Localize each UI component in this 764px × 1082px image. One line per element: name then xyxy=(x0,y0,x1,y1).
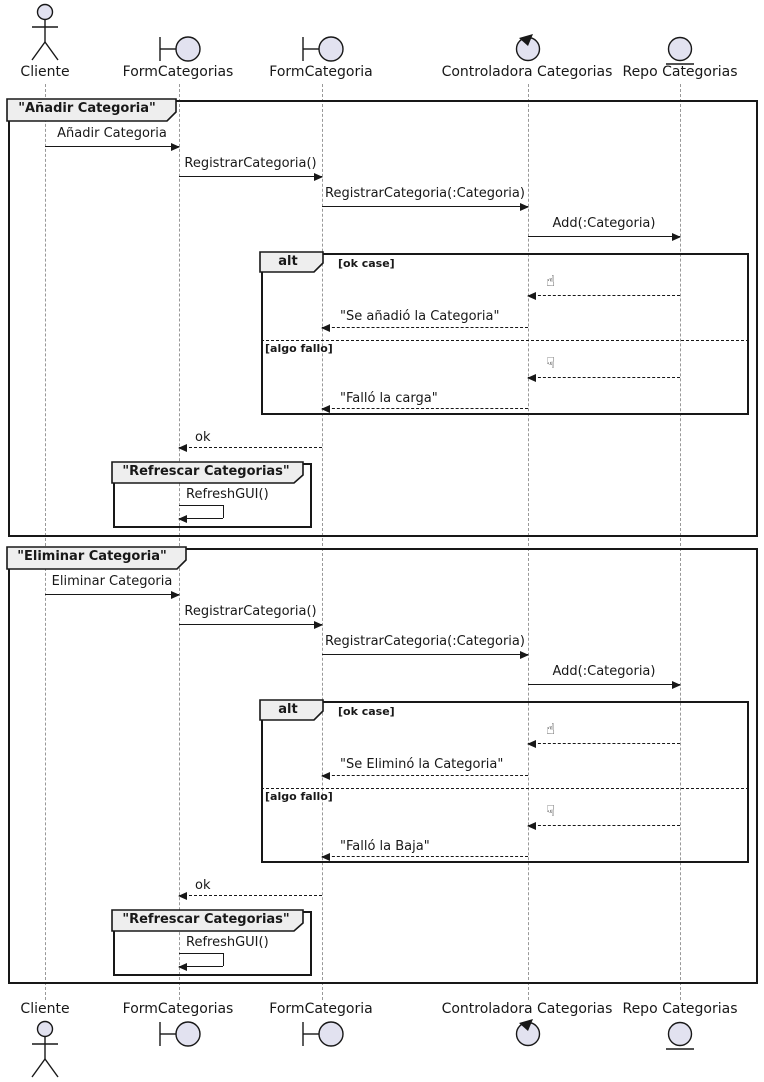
alt-tab xyxy=(259,699,324,721)
message-label: Add(:Categoria) xyxy=(552,664,656,679)
thumbs-up-icon: ☝ xyxy=(546,272,556,290)
reply-arrow xyxy=(321,324,528,332)
lifeline-repo-categorias xyxy=(679,84,681,1000)
entity-icon xyxy=(666,1021,694,1050)
guard-ok-case: [ok case] xyxy=(338,705,395,718)
self-message-line xyxy=(179,505,223,506)
message-label: Add(:Categoria) xyxy=(552,216,656,231)
lifeline-formcategoria xyxy=(321,84,323,1000)
reply-label: ok xyxy=(195,430,211,445)
frame-border xyxy=(8,548,758,984)
participant-label-repo: Repo Categorias xyxy=(622,1001,738,1017)
reply-arrow xyxy=(178,892,322,900)
frame-title-tab xyxy=(6,98,177,122)
reply-label: "Se Eliminó la Categoria" xyxy=(340,757,504,772)
reply-label: "Se añadió la Categoria" xyxy=(340,309,500,324)
subframe-title-tab xyxy=(111,461,304,484)
message-arrow xyxy=(45,591,180,599)
guard-algo-fallo: [algo fallo] xyxy=(265,342,333,355)
boundary-icon xyxy=(302,36,344,62)
participant-label-controladora: Controladora Categorias xyxy=(441,64,613,80)
alt-keyword: alt xyxy=(278,254,298,269)
alt-fragment-border xyxy=(261,701,749,863)
message-label: Eliminar Categoria xyxy=(51,574,173,589)
reply-label: ok xyxy=(195,878,211,893)
message-label: RegistrarCategoria(:Categoria) xyxy=(325,186,525,201)
message-arrow xyxy=(322,651,529,659)
message-arrow xyxy=(179,621,323,629)
message-label: Añadir Categoria xyxy=(57,126,167,141)
participant-label-cliente: Cliente xyxy=(20,1001,70,1017)
reply-arrow xyxy=(527,292,680,300)
actor-icon xyxy=(31,1020,59,1078)
alt-divider xyxy=(261,788,749,789)
lifeline-cliente xyxy=(44,84,46,1000)
subframe-title: "Refrescar Categorias" xyxy=(122,912,290,927)
self-message-line xyxy=(223,505,224,518)
reply-arrow xyxy=(527,740,680,748)
reply-arrow xyxy=(178,444,322,452)
alt-divider xyxy=(261,340,749,341)
self-message-return xyxy=(178,515,223,523)
reply-arrow xyxy=(527,822,680,830)
control-icon xyxy=(515,34,541,62)
lifeline-controladora-categorias xyxy=(527,84,529,1000)
frame-anadir-categoria: "Añadir Categoria" Añadir Categoria Regi… xyxy=(6,98,758,537)
thumbs-down-icon: ☟ xyxy=(546,802,556,820)
frame-title: "Añadir Categoria" xyxy=(18,101,156,116)
thumbs-down-icon: ☟ xyxy=(546,354,556,372)
boundary-icon xyxy=(159,36,201,62)
lifeline-formcategorias xyxy=(178,84,180,1000)
participant-label-formcategorias: FormCategorias xyxy=(122,1001,234,1017)
actor-icon xyxy=(31,3,59,61)
message-arrow xyxy=(45,143,180,151)
subframe-title: "Refrescar Categorias" xyxy=(122,464,290,479)
participant-label-controladora: Controladora Categorias xyxy=(441,1001,613,1017)
self-message-label: RefreshGUI() xyxy=(186,935,269,950)
guard-ok-case: [ok case] xyxy=(338,257,395,270)
participant-label-formcategorias: FormCategorias xyxy=(122,64,234,80)
reply-label: "Falló la Baja" xyxy=(340,839,430,854)
reply-label: "Falló la carga" xyxy=(340,391,438,406)
reply-arrow xyxy=(527,374,680,382)
message-arrow xyxy=(179,173,323,181)
frame-title: "Eliminar Categoria" xyxy=(17,549,167,564)
message-arrow xyxy=(322,203,529,211)
control-icon xyxy=(515,1019,541,1047)
self-message-line xyxy=(179,953,223,954)
message-arrow xyxy=(528,681,681,689)
frame-border xyxy=(8,100,758,537)
message-label: RegistrarCategoria(:Categoria) xyxy=(325,634,525,649)
message-arrow xyxy=(528,233,681,241)
boundary-icon xyxy=(159,1021,201,1047)
message-label: RegistrarCategoria() xyxy=(184,604,317,619)
guard-algo-fallo: [algo fallo] xyxy=(265,790,333,803)
self-message-label: RefreshGUI() xyxy=(186,487,269,502)
entity-icon xyxy=(666,36,694,65)
self-message-return xyxy=(178,963,223,971)
alt-keyword: alt xyxy=(278,702,298,717)
frame-title-tab xyxy=(6,546,187,570)
subframe-title-tab xyxy=(111,909,304,932)
thumbs-up-icon: ☝ xyxy=(546,720,556,738)
self-message-line xyxy=(223,953,224,966)
participant-label-formcategoria: FormCategoria xyxy=(269,1001,373,1017)
participant-label-repo: Repo Categorias xyxy=(622,64,738,80)
reply-arrow xyxy=(321,405,528,413)
participant-label-cliente: Cliente xyxy=(20,64,70,80)
participant-label-formcategoria: FormCategoria xyxy=(269,64,373,80)
alt-fragment-border xyxy=(261,253,749,415)
message-label: RegistrarCategoria() xyxy=(184,156,317,171)
frame-eliminar-categoria: "Eliminar Categoria" Eliminar Categoria … xyxy=(6,546,758,984)
boundary-icon xyxy=(302,1021,344,1047)
reply-arrow xyxy=(321,853,528,861)
reply-arrow xyxy=(321,772,528,780)
alt-tab xyxy=(259,251,324,273)
